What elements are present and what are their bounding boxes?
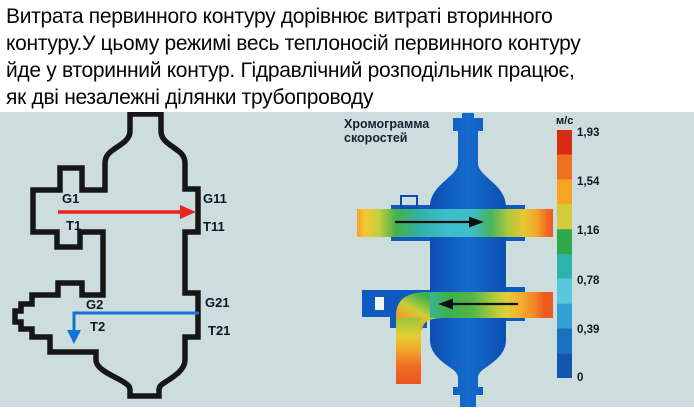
- secondary-flow-arrowhead: [67, 330, 81, 344]
- intro-text: Витрата первинного контуру дорівнює витр…: [6, 3, 692, 111]
- scale-tick: 0,39: [577, 324, 599, 336]
- scale-segment: [557, 353, 572, 378]
- secondary-flow-arrow: [72, 311, 199, 331]
- outlet-pipe-flow: [396, 318, 421, 384]
- port-label-t2: T2: [90, 319, 105, 334]
- cfd-title-line1: Хромограмма: [344, 117, 430, 131]
- port-label-g1: G1: [62, 191, 79, 206]
- upper-flow-arrowhead: [469, 216, 484, 228]
- port-label-g21: G21: [205, 295, 230, 310]
- velocity-scale: м/с 1,93 1,54 1,16 0,78 0,39 0: [556, 115, 600, 384]
- stub-label: [375, 297, 384, 310]
- scale-segment: [557, 328, 572, 354]
- scale-tick: 0,78: [577, 275, 600, 287]
- scale-tick: 1,93: [577, 127, 599, 139]
- lower-flow-arrowhead: [438, 298, 453, 310]
- port-label-t1: T1: [66, 218, 81, 233]
- intro-line: йде у вторинний контур. Гідравлічний роз…: [6, 59, 575, 82]
- scale-segment: [557, 204, 572, 230]
- figure-panel: G1 T1 G11 T11 G2 T2 G21 T21 Хромограмма …: [0, 111, 694, 410]
- cfd-title-line2: скоростей: [344, 131, 408, 145]
- port-label-g11: G11: [203, 191, 227, 206]
- port-label-t21: T21: [208, 323, 230, 338]
- intro-line: як дві незалежні ділянки трубопроводу: [6, 86, 374, 109]
- scale-segment: [557, 130, 572, 155]
- vessel-body: [430, 113, 506, 410]
- primary-flow-arrowhead: [180, 205, 196, 219]
- port-label-g2: G2: [86, 297, 103, 312]
- air-vent-bracket: [400, 195, 418, 209]
- scale-segment: [557, 254, 572, 279]
- scale-tick: 1,54: [577, 176, 600, 188]
- separator-outline: [12, 111, 201, 399]
- scale-tick: 1,16: [577, 225, 599, 237]
- cfd-chromogram: Хромограмма скоростей м/с: [344, 113, 600, 410]
- scale-segment: [557, 154, 572, 180]
- scale-segment: [557, 229, 572, 254]
- scale-segment: [557, 179, 572, 205]
- intro-line: контуру.У цьому режимі весь теплоносій п…: [6, 32, 581, 55]
- port-label-t11: T11: [203, 219, 225, 234]
- intro-line: Витрата первинного контуру дорівнює витр…: [6, 5, 553, 28]
- scale-segment: [557, 303, 572, 329]
- separator-figure: G1 T1 G11 T11 G2 T2 G21 T21 Хромограмма …: [12, 111, 600, 410]
- scale-tick: 0: [577, 372, 583, 384]
- scale-unit: м/с: [556, 115, 573, 127]
- scale-segment: [557, 278, 572, 304]
- hydraulic-separator-schematic: G1 T1 G11 T11 G2 T2 G21 T21: [12, 111, 230, 399]
